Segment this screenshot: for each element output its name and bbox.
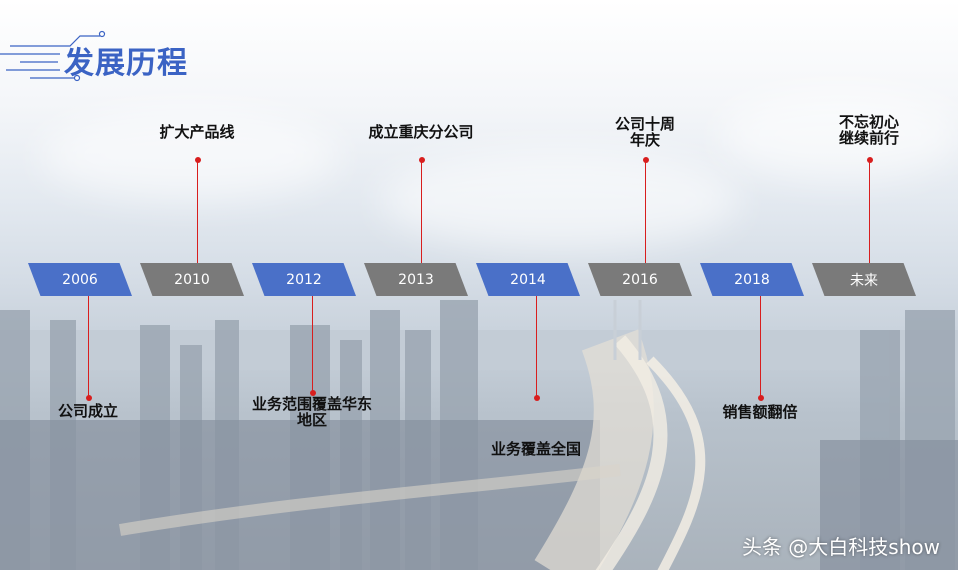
timeline-event-label: 业务覆盖全国 — [490, 440, 581, 458]
timeline-year-7: 未来 — [812, 263, 916, 296]
timeline-dot — [194, 157, 201, 163]
timeline-dot — [866, 157, 873, 163]
timeline-connector — [197, 160, 198, 263]
city-skyline-image — [0, 300, 958, 576]
timeline-event-label: 业务范围覆盖华东 地区 — [251, 395, 372, 429]
timeline-event-label: 公司成立 — [57, 402, 118, 420]
timeline-year-5: 2016 — [588, 263, 692, 296]
timeline-connector — [88, 296, 89, 398]
timeline-connector — [312, 296, 313, 393]
timeline-connector — [760, 296, 761, 398]
cloud-haze — [40, 110, 340, 200]
timeline-year-1: 2010 — [140, 263, 244, 296]
timeline-dot — [309, 390, 316, 396]
timeline-dot — [418, 157, 425, 163]
timeline-dot — [533, 395, 540, 401]
timeline-event-label: 成立重庆分公司 — [368, 123, 474, 141]
timeline-dot — [642, 157, 649, 163]
timeline-connector — [645, 160, 646, 263]
timeline-dot — [757, 395, 764, 401]
timeline-event-label: 公司十周 年庆 — [614, 115, 675, 149]
timeline-event-label: 不忘初心 继续前行 — [838, 113, 899, 147]
timeline-year-4: 2014 — [476, 263, 580, 296]
timeline-year-2: 2012 — [252, 263, 356, 296]
timeline-connector — [536, 296, 537, 398]
circuit-decoration-icon — [0, 30, 106, 82]
cloud-haze — [720, 90, 958, 180]
page-title: 发展历程 — [64, 46, 188, 81]
watermark: 头条 @大白科技show — [741, 535, 940, 559]
timeline-year-3: 2013 — [364, 263, 468, 296]
timeline-connector — [869, 160, 870, 263]
timeline-dot — [85, 395, 92, 401]
timeline-event-label: 扩大产品线 — [159, 123, 235, 141]
timeline-connector — [421, 160, 422, 263]
timeline-year-0: 2006 — [28, 263, 132, 296]
timeline-event-label: 销售额翻倍 — [722, 403, 798, 421]
timeline-year-6: 2018 — [700, 263, 804, 296]
cloud-haze — [380, 150, 740, 250]
